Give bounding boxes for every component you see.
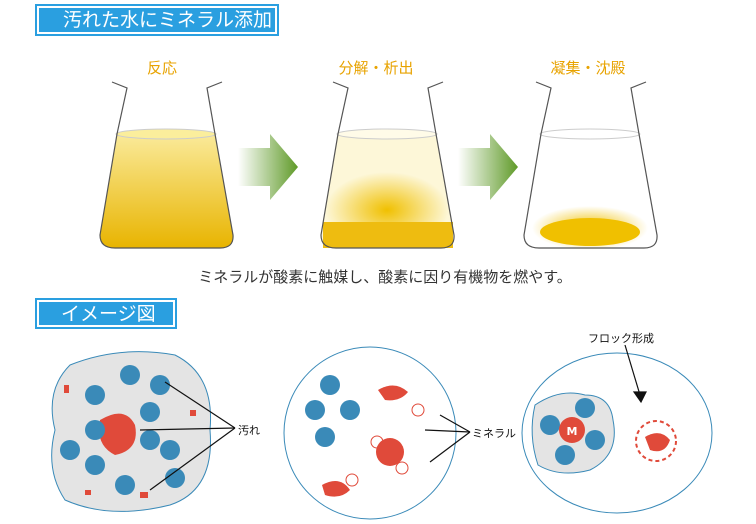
arrow-right-icon [238, 134, 298, 200]
section-title: イメージ図 [61, 303, 156, 325]
stage-label-flocculation: 凝集・沈殿 [550, 59, 626, 77]
dirt-cluster-diagram [51, 351, 212, 512]
label-mineral: ミネラル [472, 427, 516, 440]
flask-reaction [99, 81, 234, 249]
label-dirt: 汚れ [238, 424, 260, 437]
mineral-diagram [283, 346, 457, 520]
section-header-mineral: 汚れた水にミネラル添加 [35, 4, 279, 36]
pointer-arrows [139, 344, 647, 491]
section-title: 汚れた水にミネラル添加 [63, 9, 273, 31]
stage-label-decomposition: 分解・析出 [338, 59, 414, 77]
flask-decomposition [320, 81, 455, 249]
arrow-right-icon [458, 134, 518, 200]
flask-sediment [523, 81, 658, 250]
caption: ミネラルが酸素に触媒し、酸素に因り有機物を燃やす。 [198, 268, 572, 286]
floc-diagram [521, 352, 713, 514]
label-floc: フロック形成 [588, 332, 654, 345]
mineral-m-mark: M [567, 425, 578, 438]
section-header-image: イメージ図 [35, 298, 177, 329]
stage-label-reaction: 反応 [146, 59, 178, 77]
